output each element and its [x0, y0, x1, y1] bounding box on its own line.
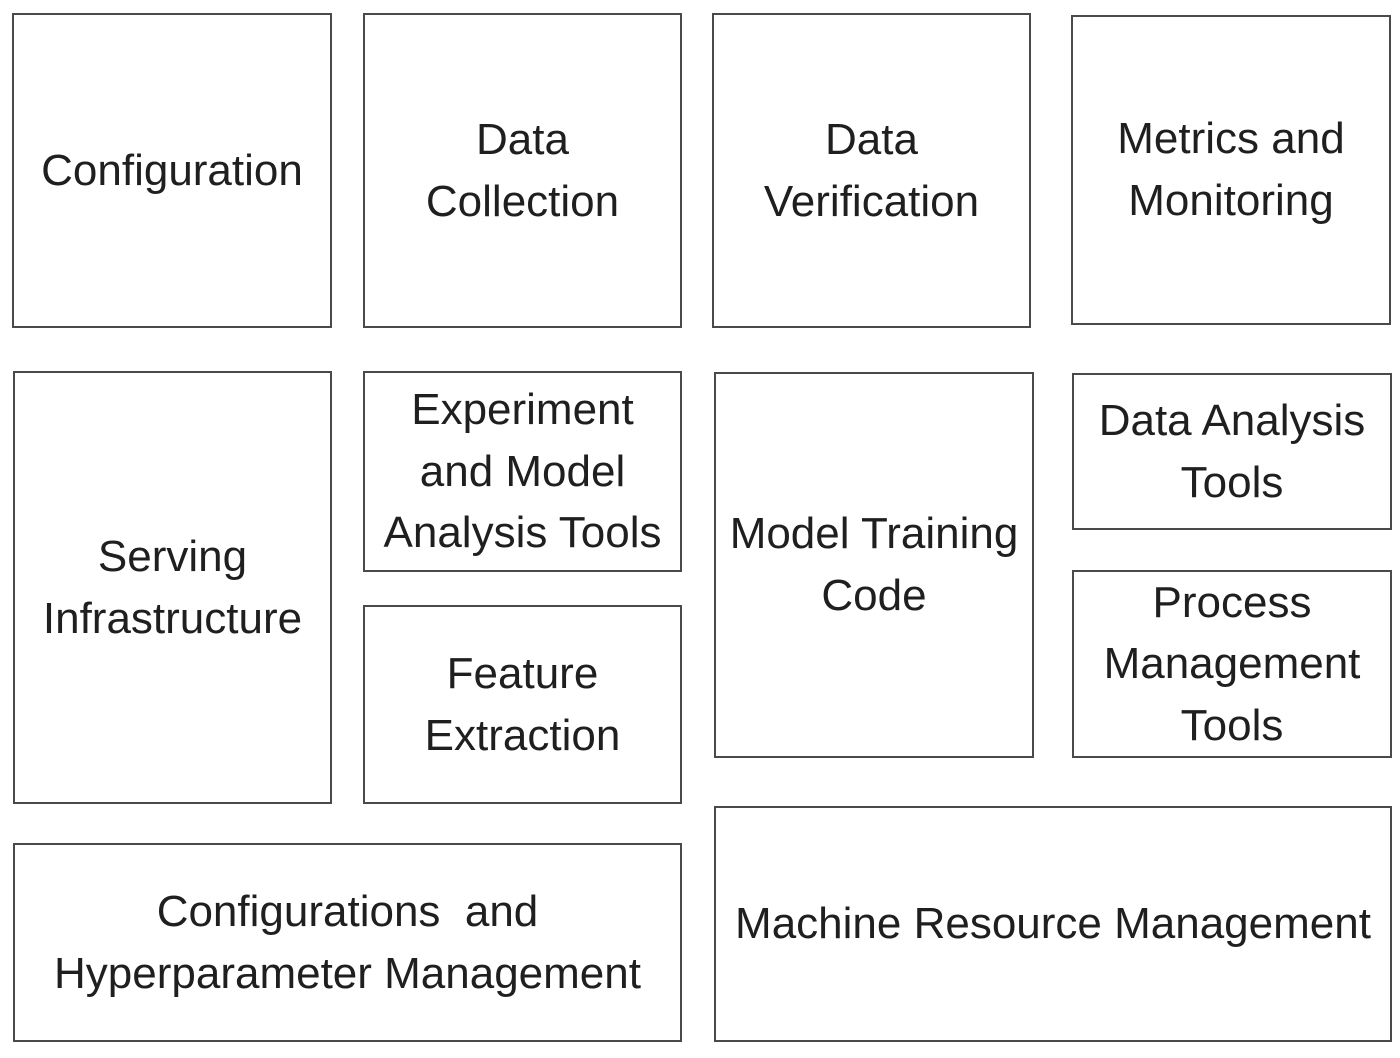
box-data-analysis-tools-label: Data Analysis Tools [1098, 395, 1366, 507]
box-experiment-and-model-analysis-tools-label: Experiment and Model Analysis Tools [383, 385, 662, 558]
box-data-collection: Data Collection [363, 13, 682, 328]
box-data-collection-label: Data Collection [425, 114, 620, 226]
box-feature-extraction-label: Feature Extraction [424, 648, 621, 760]
box-experiment-and-model-analysis-tools: Experiment and Model Analysis Tools [363, 371, 682, 572]
box-data-verification: Data Verification [712, 13, 1031, 328]
box-metrics-and-monitoring-label: Metrics and Monitoring [1117, 114, 1345, 225]
box-metrics-and-monitoring: Metrics and Monitoring [1071, 15, 1391, 325]
box-process-management-tools-label: Process Management Tools [1103, 577, 1361, 750]
box-data-analysis-tools: Data Analysis Tools [1072, 373, 1392, 530]
box-configurations-and-hyperparameter-management: Configurations and Hyperparameter Manage… [13, 843, 682, 1042]
box-machine-resource-management-label: Machine Resource Management [735, 899, 1371, 949]
box-configuration-label: Configuration [41, 145, 303, 195]
box-machine-resource-management: Machine Resource Management [714, 806, 1392, 1042]
box-serving-infrastructure: Serving Infrastructure [13, 371, 332, 804]
box-serving-infrastructure-label: Serving Infrastructure [42, 531, 303, 643]
box-data-verification-label: Data Verification [763, 114, 980, 226]
box-model-training-code-label: Model Training Code [729, 509, 1019, 620]
box-configurations-and-hyperparameter-management-label: Configurations and Hyperparameter Manage… [54, 886, 641, 998]
box-model-training-code: Model Training Code [714, 372, 1034, 758]
box-process-management-tools: Process Management Tools [1072, 570, 1392, 758]
box-feature-extraction: Feature Extraction [363, 605, 682, 804]
box-configuration: Configuration [12, 13, 332, 328]
